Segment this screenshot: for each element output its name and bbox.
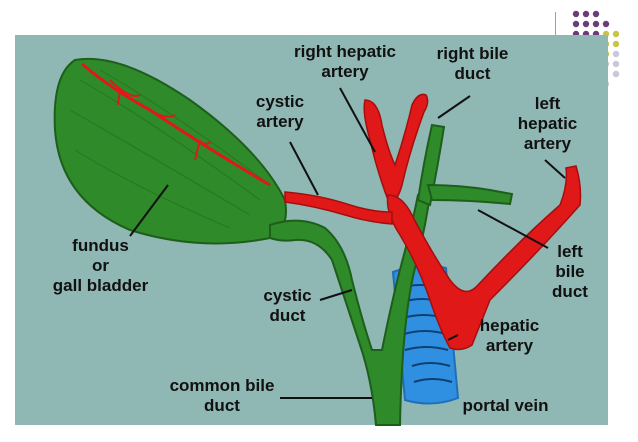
leader-lines xyxy=(129,87,566,399)
artery-shapes xyxy=(81,62,582,351)
label-common-bile-duct: common bile duct xyxy=(169,376,275,415)
bile-duct-shapes xyxy=(269,123,514,426)
gall-bladder-shape xyxy=(53,57,287,245)
label-left-bile-duct: left bile duct xyxy=(552,242,588,301)
decorative-divider xyxy=(555,12,556,42)
label-fundus-gall-bladder: fundus or gall bladder xyxy=(52,236,149,295)
label-cystic-duct: cystic duct xyxy=(263,286,312,325)
label-right-hepatic-artery: right hepatic artery xyxy=(293,42,396,81)
label-left-hepatic-artery: left hepatic artery xyxy=(517,94,578,153)
label-portal-vein: portal vein xyxy=(462,396,549,415)
label-right-bile-duct: right bile duct xyxy=(436,44,509,83)
label-hepatic-artery: hepatic artery xyxy=(479,316,540,355)
label-cystic-artery: cystic artery xyxy=(255,92,305,131)
